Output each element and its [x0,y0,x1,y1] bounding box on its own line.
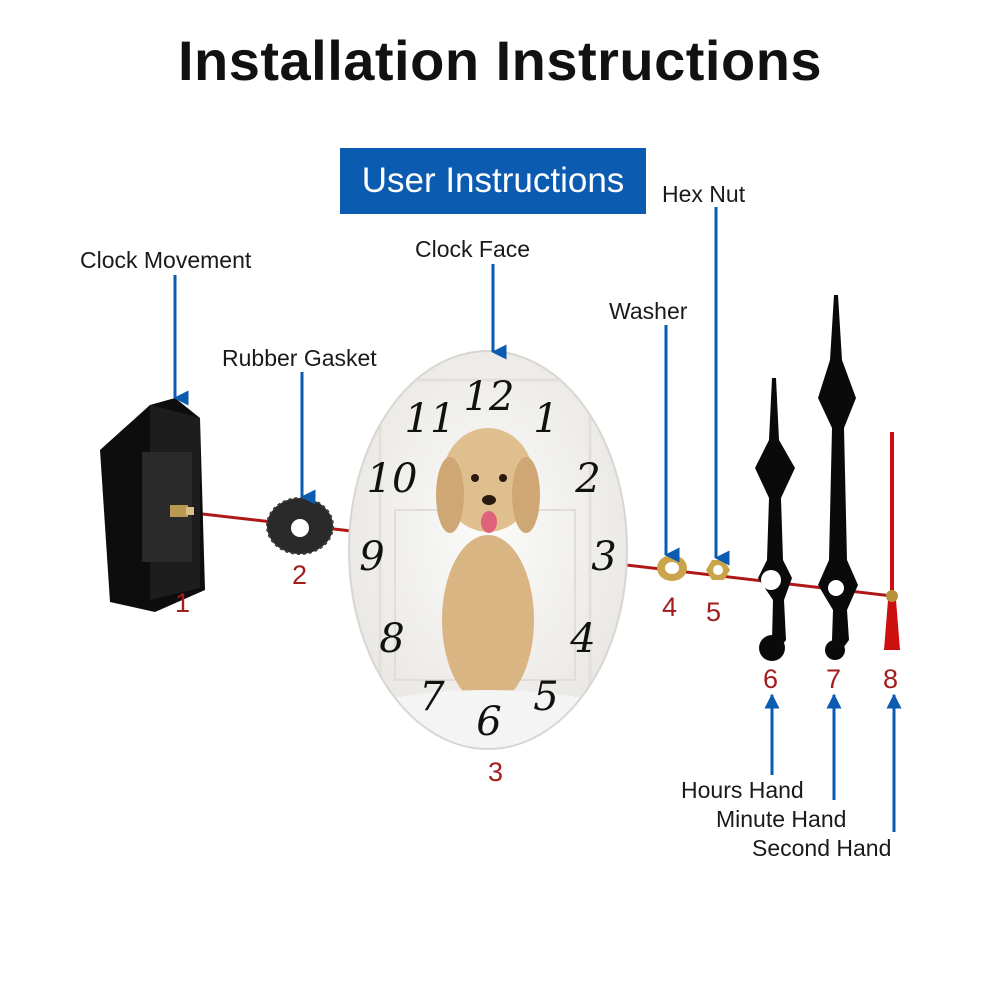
label-arrows [173,207,902,832]
washer [657,555,687,581]
clock-face: 12 1 2 3 4 5 6 7 8 9 10 11 [348,350,628,750]
rubber-gasket [266,497,334,555]
part-number-3: 3 [488,757,504,787]
numeral-9: 9 [359,534,384,580]
second-hand [884,432,900,650]
part-number-2: 2 [292,560,308,590]
label-minute-hand: Minute Hand [716,806,847,832]
numeral-4: 4 [569,616,595,662]
numeral-5: 5 [533,674,558,720]
numeral-12: 12 [464,374,515,420]
dog-picture [436,428,540,705]
hours-hand [755,378,795,661]
label-hours-hand: Hours Hand [681,777,804,803]
clock-movement [100,398,205,612]
part-number-8: 8 [883,664,899,694]
part-number-6: 6 [763,664,779,694]
label-washer: Washer [609,298,688,324]
part-number-7: 7 [826,664,842,694]
label-clock-movement: Clock Movement [80,247,252,273]
part-number-4: 4 [662,592,678,622]
label-rubber-gasket: Rubber Gasket [222,345,377,371]
label-second-hand: Second Hand [752,835,892,861]
numeral-11: 11 [405,396,456,442]
numeral-3: 3 [591,534,616,580]
numeral-2: 2 [574,456,600,502]
part-number-1: 1 [175,588,191,618]
label-clock-face: Clock Face [415,236,531,262]
numeral-8: 8 [379,616,404,662]
label-hex-nut: Hex Nut [662,181,746,207]
user-instructions-badge: User Instructions [340,148,646,214]
page-title: Installation Instructions [177,29,823,92]
minute-hand [818,295,858,660]
numeral-1: 1 [533,396,558,442]
numeral-10: 10 [367,456,418,502]
part-number-5: 5 [706,597,722,627]
numeral-7: 7 [419,674,445,720]
numeral-6: 6 [476,699,501,745]
